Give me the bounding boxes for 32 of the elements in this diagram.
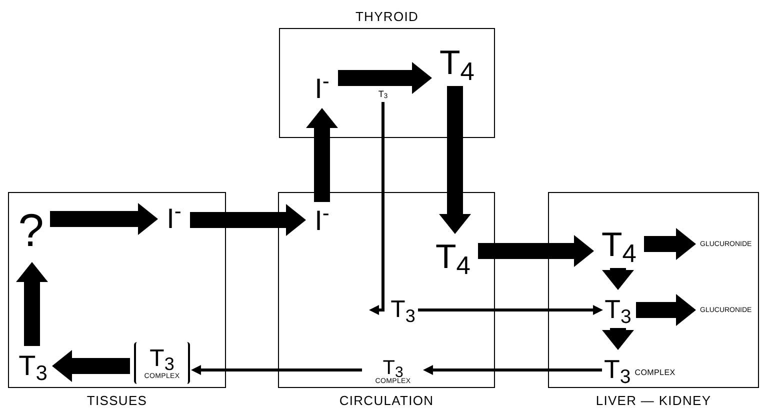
symbol-label: T$_{4}$ — [436, 44, 478, 82]
block-arrow — [602, 328, 634, 350]
symbol-label: I$^{-}$ — [310, 206, 334, 236]
compartment-label: TISSUES — [86, 392, 148, 409]
symbol-label: I$^{-}$ — [162, 204, 186, 234]
block-arrow — [16, 262, 48, 346]
arrow — [423, 365, 602, 375]
symbol-label: T$_{3}$ — [604, 294, 632, 324]
symbol-label: T$_{3}$ — [18, 350, 48, 382]
block-arrow — [50, 203, 158, 235]
symbol-label: T$_{4}$ — [432, 238, 474, 276]
symbol-label: ? — [16, 202, 46, 258]
block-arrow — [602, 268, 634, 290]
block-arrow — [338, 62, 432, 94]
compartment-label: THYROID — [354, 8, 420, 26]
block-arrow — [644, 228, 696, 260]
block-arrow — [636, 294, 696, 326]
arrow — [191, 365, 362, 375]
block-arrow — [190, 204, 306, 236]
symbol-label: T$_{3}$ — [390, 296, 416, 324]
block-arrow — [478, 235, 594, 267]
symbol-label: T$_{3}$ — [376, 88, 390, 100]
arrow — [418, 305, 603, 315]
symbol-label: T$_{3}$ COMPLEX — [604, 354, 700, 384]
symbol-label: T$_{4}$ — [598, 226, 640, 264]
block-arrow — [306, 108, 338, 202]
compartment-label: CIRCULATION — [338, 392, 435, 409]
block-arrow — [439, 86, 471, 234]
block-arrow — [52, 350, 130, 382]
compartment-label: LIVER — KIDNEY — [594, 392, 712, 409]
arrow — [369, 102, 384, 315]
symbol-label: I$^{-}$ — [310, 74, 334, 104]
